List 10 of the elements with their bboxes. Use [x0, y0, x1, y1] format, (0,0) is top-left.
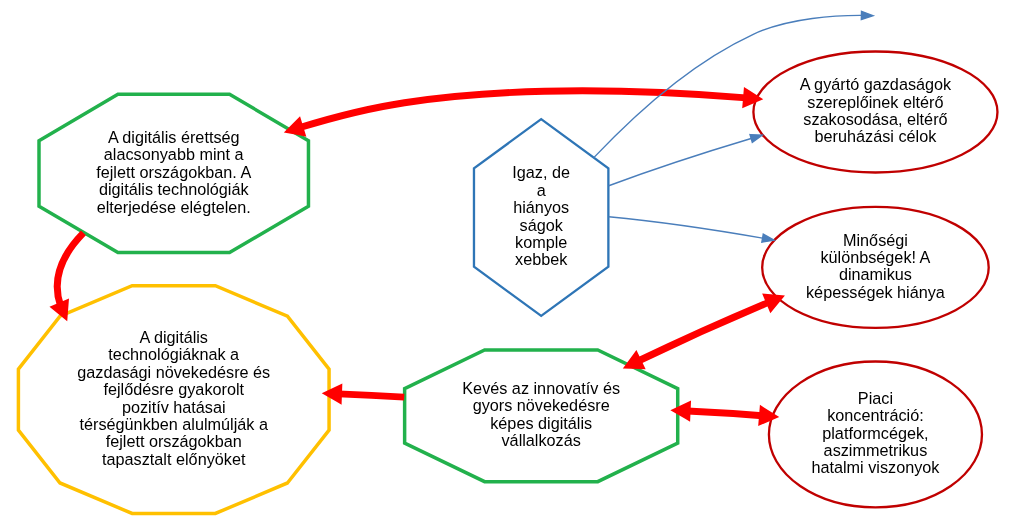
node-ellipse: A gyártó gazdaságok szereplőinek eltérő szakosodása, eltérő beruházási célok — [752, 49, 999, 174]
arrow — [622, 293, 785, 369]
node-ellipse: Piaci koncentráció: platformcégek, aszimmetrikus hatalmi viszonyok — [767, 359, 984, 508]
arrow — [593, 9, 876, 158]
arrow — [49, 230, 86, 321]
arrow — [283, 86, 764, 137]
arrow — [321, 382, 405, 405]
arrow — [608, 215, 777, 243]
arrow — [670, 400, 780, 426]
arrow — [608, 133, 765, 186]
